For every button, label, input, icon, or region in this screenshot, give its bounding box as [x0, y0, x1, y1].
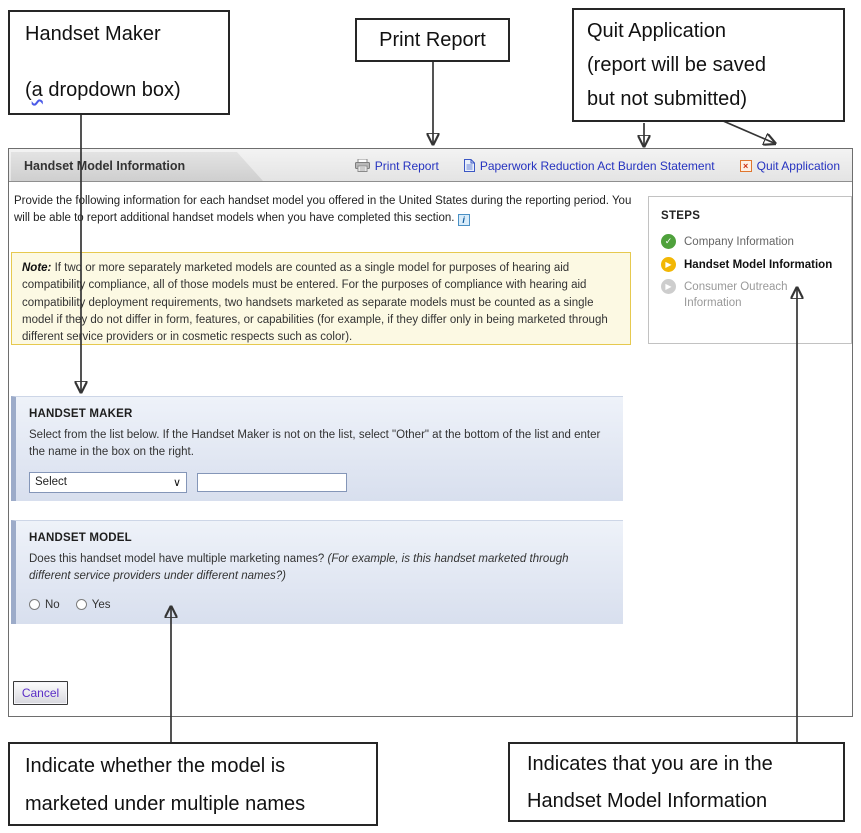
- handset-maker-dropdown[interactable]: Select ∨: [29, 471, 187, 493]
- radio-no-label: No: [45, 598, 60, 611]
- multiple-names-radio-group: No Yes: [29, 599, 610, 611]
- callout-multiple-names: Indicate whether the model is marketed u…: [8, 742, 378, 826]
- check-icon: ✓: [661, 234, 676, 249]
- document-icon: [463, 159, 475, 172]
- steps-panel: STEPS ✓ Company Information ▶ Handset Mo…: [648, 196, 852, 344]
- step-label: Company Information: [684, 236, 794, 248]
- callout-quit-application: Quit Application (report will be saved b…: [572, 8, 845, 122]
- callout-text: (a dropdown box): [25, 79, 181, 101]
- note-label: Note:: [22, 262, 52, 274]
- quit-application-link[interactable]: × Quit Application: [739, 158, 840, 173]
- quit-application-label: Quit Application: [756, 158, 840, 173]
- callout-handset-maker: Handset Maker (a dropdown box): [8, 10, 230, 115]
- handset-model-question: Does this handset model have multiple ma…: [29, 553, 569, 583]
- callout-text: marketed under multiple names: [25, 793, 306, 815]
- step-label: Handset Model Information: [684, 258, 833, 271]
- step-company-information: ✓ Company Information: [661, 234, 839, 251]
- paperwork-reduction-link[interactable]: Paperwork Reduction Act Burden Statement: [463, 158, 715, 173]
- callout-print-report: Print Report: [355, 18, 510, 62]
- steps-title: STEPS: [661, 210, 701, 222]
- info-icon[interactable]: i: [457, 213, 470, 226]
- note-text: If two or more separately marketed model…: [22, 262, 608, 343]
- callout-current-step: Indicates that you are in the Handset Mo…: [508, 742, 845, 822]
- intro-paragraph: Provide the following information for ea…: [14, 193, 636, 226]
- tab-label: Handset Model Information: [24, 159, 186, 173]
- tab-handset-model-information: Handset Model Information: [11, 152, 263, 181]
- header-bar: Handset Model Information Print Report: [9, 149, 852, 182]
- callout-text: but not submitted): [587, 88, 748, 110]
- callout-text: Handset Model Information: [527, 790, 768, 812]
- callout-text: Indicates that you are in the: [527, 753, 773, 775]
- header-links: Print Report Paperwork Reduction Act Bur…: [354, 149, 840, 182]
- step-handset-model-information: ▶ Handset Model Information: [661, 256, 839, 274]
- radio-no-circle[interactable]: [29, 599, 40, 610]
- radio-yes-label: Yes: [91, 598, 111, 611]
- callout-text: Handset Maker: [25, 23, 161, 45]
- cancel-button[interactable]: Cancel: [13, 681, 68, 705]
- handset-maker-instructions: Select from the list below. If the Hands…: [29, 429, 601, 459]
- intro-text: Provide the following information for ea…: [14, 195, 632, 224]
- callout-text: (report will be saved: [587, 54, 766, 76]
- handset-maker-heading: HANDSET MAKER: [29, 408, 133, 420]
- chevron-down-icon: ∨: [172, 476, 181, 489]
- question-italic-part: (For example, is this handset marketed t…: [29, 553, 569, 583]
- callout-text: Quit Application: [587, 20, 726, 42]
- step-label: Consumer Outreach Information: [684, 281, 788, 309]
- print-report-label: Print Report: [374, 158, 439, 173]
- note-box: Note: If two or more separately marketed…: [11, 252, 631, 345]
- handset-model-heading: HANDSET MODEL: [29, 532, 132, 544]
- handset-maker-controls: Select ∨: [29, 471, 610, 493]
- handset-maker-section: HANDSET MAKER Select from the list below…: [11, 396, 623, 501]
- handset-maker-other-input[interactable]: [197, 472, 347, 492]
- callout-text: Indicate whether the model is: [25, 755, 286, 777]
- play-icon: ▶: [661, 279, 676, 295]
- spellcheck-squiggle: a: [31, 79, 43, 101]
- step-consumer-outreach-information: ▶ Consumer Outreach Information: [661, 279, 839, 311]
- quit-x-icon: ×: [739, 159, 752, 172]
- radio-yes-circle[interactable]: [75, 599, 87, 610]
- handset-model-section: HANDSET MODEL Does this handset model ha…: [11, 520, 623, 624]
- radio-no[interactable]: No: [29, 599, 60, 611]
- application-window: Handset Model Information Print Report: [8, 148, 853, 717]
- paperwork-reduction-label: Paperwork Reduction Act Burden Statement: [479, 158, 715, 173]
- callout-text: Print Report: [379, 28, 486, 51]
- play-icon: ▶: [661, 256, 676, 272]
- print-report-link[interactable]: Print Report: [354, 158, 439, 173]
- radio-yes[interactable]: Yes: [75, 598, 111, 611]
- dropdown-selected-value: Select: [35, 476, 67, 488]
- printer-icon: [354, 159, 370, 172]
